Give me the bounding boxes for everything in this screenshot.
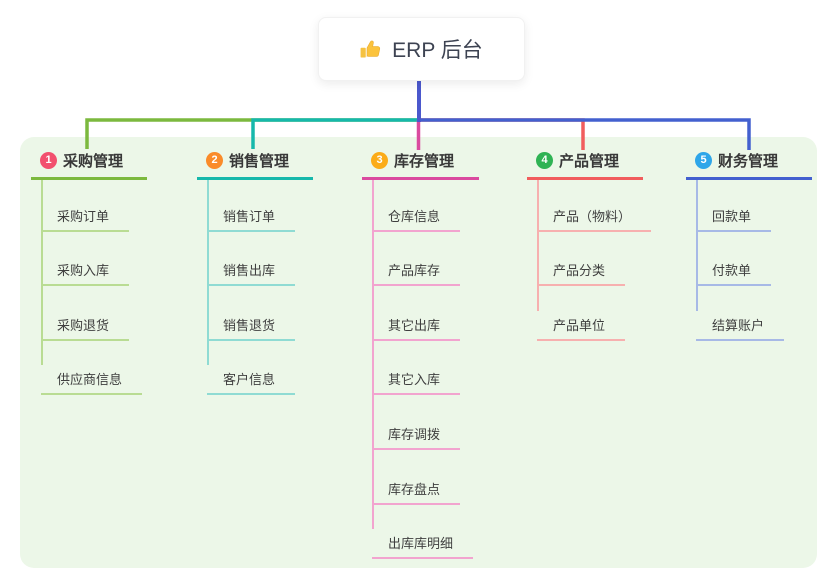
branch-column-1: 1 采购管理 采购订单采购入库采购退货供应商信息: [31, 150, 196, 396]
child-node[interactable]: 销售订单: [207, 208, 296, 232]
child-node-label: 其它入库: [388, 372, 441, 388]
branch-node[interactable]: 3 库存管理: [362, 150, 527, 170]
child-node[interactable]: 其它入库: [372, 371, 461, 396]
child-node-label: 库存盘点: [388, 481, 441, 497]
branch-spine: [207, 180, 209, 366]
child-node[interactable]: 库存盘点: [372, 481, 461, 505]
child-node[interactable]: 回款单: [696, 208, 772, 232]
child-node[interactable]: 销售出库: [207, 262, 296, 287]
child-node-label: 仓库信息: [388, 208, 441, 224]
branch-underline: [197, 177, 313, 180]
child-node[interactable]: 供应商信息: [41, 371, 143, 396]
child-node-label: 产品分类: [553, 263, 606, 279]
branch-title: 销售管理: [229, 152, 290, 170]
child-node[interactable]: 采购入库: [41, 262, 130, 287]
child-node-label: 付款单: [712, 263, 752, 279]
child-node-label: 结算账户: [712, 317, 765, 333]
branch-title: 采购管理: [63, 152, 124, 170]
child-node-label: 其它出库: [388, 317, 441, 333]
branch-column-5: 5 财务管理 回款单付款单结算账户: [686, 150, 839, 341]
branch-title: 产品管理: [559, 152, 620, 170]
child-node-label: 销售出库: [223, 263, 276, 279]
branch-number-badge: 4: [536, 151, 553, 169]
child-node-label: 产品库存: [388, 263, 441, 279]
child-node-label: 产品（物料）: [553, 208, 632, 224]
root-node[interactable]: ERP 后台: [318, 17, 525, 81]
child-node-label: 采购订单: [57, 208, 110, 224]
child-node[interactable]: 采购退货: [41, 317, 130, 341]
branch-column-2: 2 销售管理 销售订单销售出库销售退货客户信息: [197, 150, 362, 396]
child-node[interactable]: 出库库明细: [372, 535, 474, 560]
child-node[interactable]: 销售退货: [207, 317, 296, 341]
child-node[interactable]: 其它出库: [372, 317, 461, 341]
child-node[interactable]: 付款单: [696, 262, 772, 287]
mindmap-canvas: [20, 137, 817, 568]
branch-spine: [372, 180, 374, 530]
branch-underline: [686, 177, 812, 180]
child-node-label: 库存调拨: [388, 426, 441, 442]
branch-underline: [362, 177, 479, 180]
child-node-label: 采购入库: [57, 263, 110, 279]
branch-title: 库存管理: [394, 152, 455, 170]
branch-number-badge: 5: [695, 151, 712, 169]
branch-spine: [696, 180, 698, 311]
child-node-label: 出库库明细: [388, 536, 454, 552]
branch-spine: [537, 180, 539, 311]
child-node[interactable]: 产品单位: [537, 317, 626, 341]
branch-underline: [31, 177, 147, 180]
branch-node[interactable]: 4 产品管理: [527, 150, 692, 170]
child-node-label: 销售退货: [223, 317, 276, 333]
child-node[interactable]: 结算账户: [696, 317, 785, 341]
child-node[interactable]: 客户信息: [207, 371, 296, 396]
child-node[interactable]: 产品库存: [372, 262, 461, 287]
child-node-label: 销售订单: [223, 208, 276, 224]
child-node[interactable]: 产品（物料）: [537, 208, 652, 232]
branch-node[interactable]: 2 销售管理: [197, 150, 362, 170]
branch-number-badge: 1: [40, 151, 57, 169]
child-node-label: 产品单位: [553, 317, 606, 333]
thumbs-up-icon: [360, 38, 383, 61]
child-node-label: 采购退货: [57, 317, 110, 333]
child-node-label: 客户信息: [223, 372, 276, 388]
child-node-label: 供应商信息: [57, 372, 123, 388]
child-node[interactable]: 库存调拨: [372, 426, 461, 450]
branch-number-badge: 2: [206, 151, 223, 169]
branch-title: 财务管理: [718, 152, 779, 170]
branch-spine: [41, 180, 43, 366]
child-node[interactable]: 仓库信息: [372, 208, 461, 232]
child-node[interactable]: 产品分类: [537, 262, 626, 287]
branch-underline: [527, 177, 643, 180]
child-node-label: 回款单: [712, 208, 752, 224]
root-node-label: ERP 后台: [392, 39, 483, 62]
branch-column-3: 3 库存管理 仓库信息产品库存其它出库其它入库库存调拨库存盘点出库库明细: [362, 150, 527, 560]
branch-node[interactable]: 1 采购管理: [31, 150, 196, 170]
branch-node[interactable]: 5 财务管理: [686, 150, 839, 170]
child-node[interactable]: 采购订单: [41, 208, 130, 232]
branch-column-4: 4 产品管理 产品（物料） 产品分类产品单位: [527, 150, 692, 341]
branch-number-badge: 3: [371, 151, 388, 169]
